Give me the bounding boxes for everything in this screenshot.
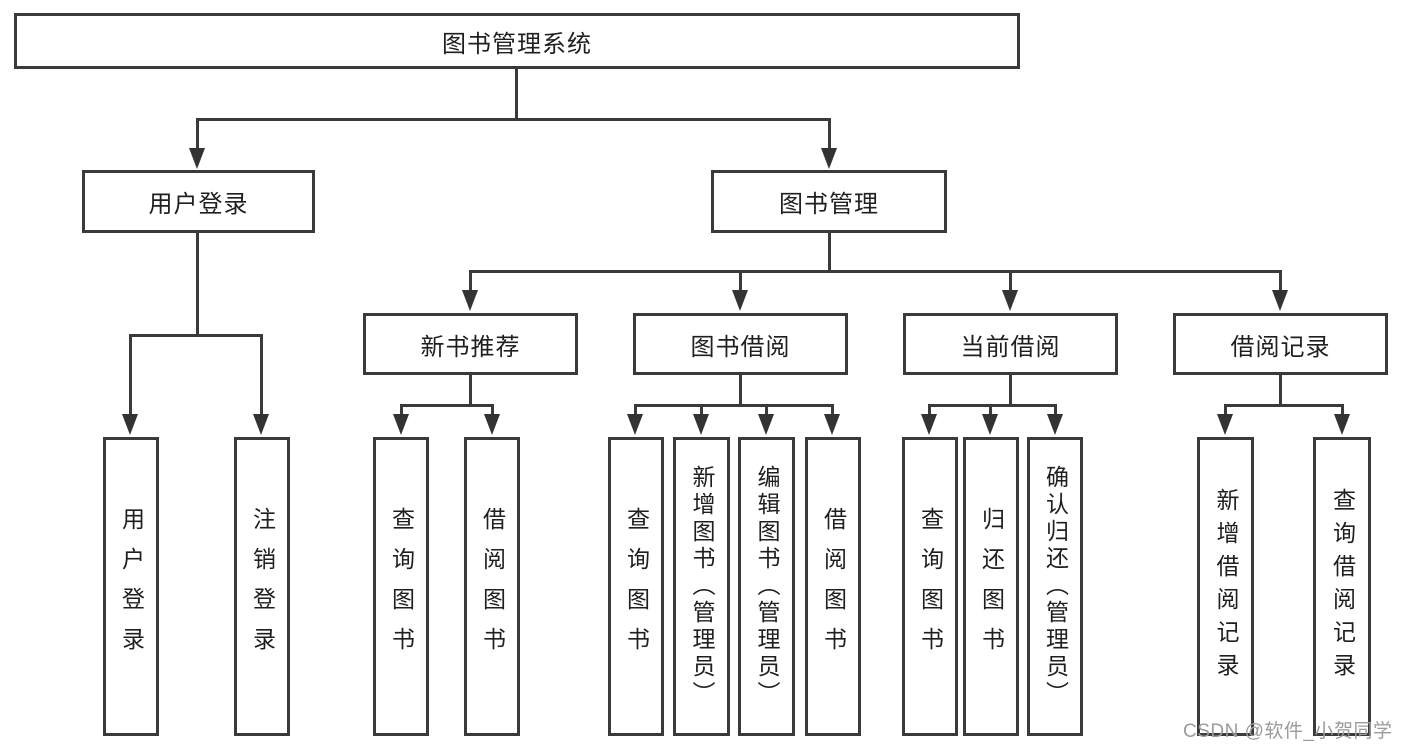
node-user-login-label: 用户登录 xyxy=(148,191,249,218)
node-borrow-record-label: 借阅记录 xyxy=(1230,333,1331,361)
leaf-bb-edit-book-admin: 编辑图书（管理员） xyxy=(738,437,795,736)
leaf-bb-borrow-book-label: 借阅图书 xyxy=(820,506,847,667)
connector-drop xyxy=(1279,270,1282,292)
connector-root-rail xyxy=(196,118,830,121)
leaf-nb-query-book-label: 查询图书 xyxy=(388,506,415,667)
leaf-bb-query-book-label: 查询图书 xyxy=(623,506,650,667)
node-new-book-recommend: 新书推荐 xyxy=(363,313,578,375)
connector-rail xyxy=(1224,404,1344,407)
arrowhead-down-icon xyxy=(1272,290,1288,311)
node-book-management-label: 图书管理 xyxy=(779,191,879,218)
leaf-cb-query-book-label: 查询图书 xyxy=(917,506,944,667)
leaf-bb-query-book: 查询图书 xyxy=(608,437,664,736)
arrowhead-down-icon xyxy=(253,414,269,435)
leaf-bb-edit-book-admin-label: 编辑图书（管理员） xyxy=(754,465,780,708)
arrowhead-down-icon xyxy=(693,414,709,435)
arrowhead-down-icon xyxy=(122,414,138,435)
leaf-cb-confirm-return-admin: 确认归还（管理员） xyxy=(1027,437,1083,736)
connector-drop xyxy=(1341,404,1344,416)
connector-drop xyxy=(1054,404,1057,416)
connector-drop xyxy=(700,404,703,416)
connector-drop xyxy=(196,118,199,150)
node-new-book-recommend-label: 新书推荐 xyxy=(420,333,521,361)
node-borrow-record: 借阅记录 xyxy=(1173,313,1388,375)
connector-drop xyxy=(260,334,263,415)
node-book-management: 图书管理 xyxy=(711,170,947,233)
leaf-br-query-record-label: 查询借阅记录 xyxy=(1329,487,1356,686)
arrowhead-down-icon xyxy=(758,414,774,435)
connector-drop xyxy=(469,270,472,292)
leaf-cb-return-book: 归还图书 xyxy=(963,437,1019,736)
node-user-login: 用户登录 xyxy=(82,170,315,233)
connector-drop xyxy=(491,404,494,416)
connector-drop xyxy=(765,404,768,416)
arrowhead-down-icon xyxy=(1334,414,1350,435)
leaf-bb-add-book-admin: 新增图书（管理员） xyxy=(673,437,730,736)
connector-stub xyxy=(739,375,742,406)
leaf-bb-add-book-admin-label: 新增图书（管理员） xyxy=(689,465,715,708)
connector-drop xyxy=(739,270,742,292)
leaf-cb-query-book: 查询图书 xyxy=(902,437,958,736)
leaf-br-add-record: 新增借阅记录 xyxy=(1197,437,1254,736)
leaf-br-add-record-label: 新增借阅记录 xyxy=(1213,487,1239,686)
connector-rail xyxy=(400,404,494,407)
arrowhead-down-icon xyxy=(189,148,205,169)
leaf-user-login-label: 用户登录 xyxy=(118,506,145,667)
connector-rail xyxy=(634,404,834,407)
arrowhead-down-icon xyxy=(821,148,837,169)
node-current-borrow-label: 当前借阅 xyxy=(960,333,1061,361)
connector-drop xyxy=(831,404,834,416)
arrowhead-down-icon xyxy=(627,414,643,435)
leaf-logout: 注销登录 xyxy=(234,437,290,736)
arrowhead-down-icon xyxy=(921,414,937,435)
connector-user-login-stub xyxy=(196,233,199,336)
connector-drop xyxy=(1009,270,1012,292)
connector-drop xyxy=(129,334,132,415)
connector-stub xyxy=(1279,375,1282,406)
connector-stub xyxy=(469,375,472,406)
connector-stub xyxy=(1009,375,1012,406)
leaf-nb-borrow-book: 借阅图书 xyxy=(464,437,520,736)
leaf-bb-borrow-book: 借阅图书 xyxy=(805,437,861,736)
connector-drop xyxy=(400,404,403,416)
arrowhead-down-icon xyxy=(462,290,478,311)
connector-drop xyxy=(828,118,831,150)
leaf-logout-label: 注销登录 xyxy=(249,506,276,667)
arrowhead-down-icon xyxy=(732,290,748,311)
node-book-borrow: 图书借阅 xyxy=(633,313,848,375)
node-root-label: 图书管理系统 xyxy=(442,30,592,58)
node-root: 图书管理系统 xyxy=(14,13,1020,69)
connector-rail xyxy=(928,404,1057,407)
node-book-borrow-label: 图书借阅 xyxy=(690,333,791,361)
connector-drop xyxy=(928,404,931,416)
arrowhead-down-icon xyxy=(1002,290,1018,311)
csdn-watermark: CSDN @软件_小贺同学 xyxy=(1183,721,1393,742)
leaf-user-login: 用户登录 xyxy=(103,437,159,736)
connector-book-mgmt-rail xyxy=(469,270,1282,273)
connector-drop xyxy=(989,404,992,416)
arrowhead-down-icon xyxy=(1217,414,1233,435)
arrowhead-down-icon xyxy=(484,414,500,435)
arrowhead-down-icon xyxy=(393,414,409,435)
connector-root-stub xyxy=(515,69,518,119)
connector-drop xyxy=(634,404,637,416)
arrowhead-down-icon xyxy=(982,414,998,435)
connector-user-login-rail xyxy=(129,334,263,337)
leaf-nb-borrow-book-label: 借阅图书 xyxy=(479,506,506,667)
connector-book-mgmt-stub xyxy=(828,233,831,272)
leaf-cb-return-book-label: 归还图书 xyxy=(978,506,1005,667)
arrowhead-down-icon xyxy=(824,414,840,435)
connector-drop xyxy=(1224,404,1227,416)
leaf-cb-confirm-return-admin-label: 确认归还（管理员） xyxy=(1042,465,1069,708)
node-current-borrow: 当前借阅 xyxy=(903,313,1118,375)
arrowhead-down-icon xyxy=(1047,414,1063,435)
leaf-br-query-record: 查询借阅记录 xyxy=(1313,437,1371,736)
leaf-nb-query-book: 查询图书 xyxy=(373,437,429,736)
